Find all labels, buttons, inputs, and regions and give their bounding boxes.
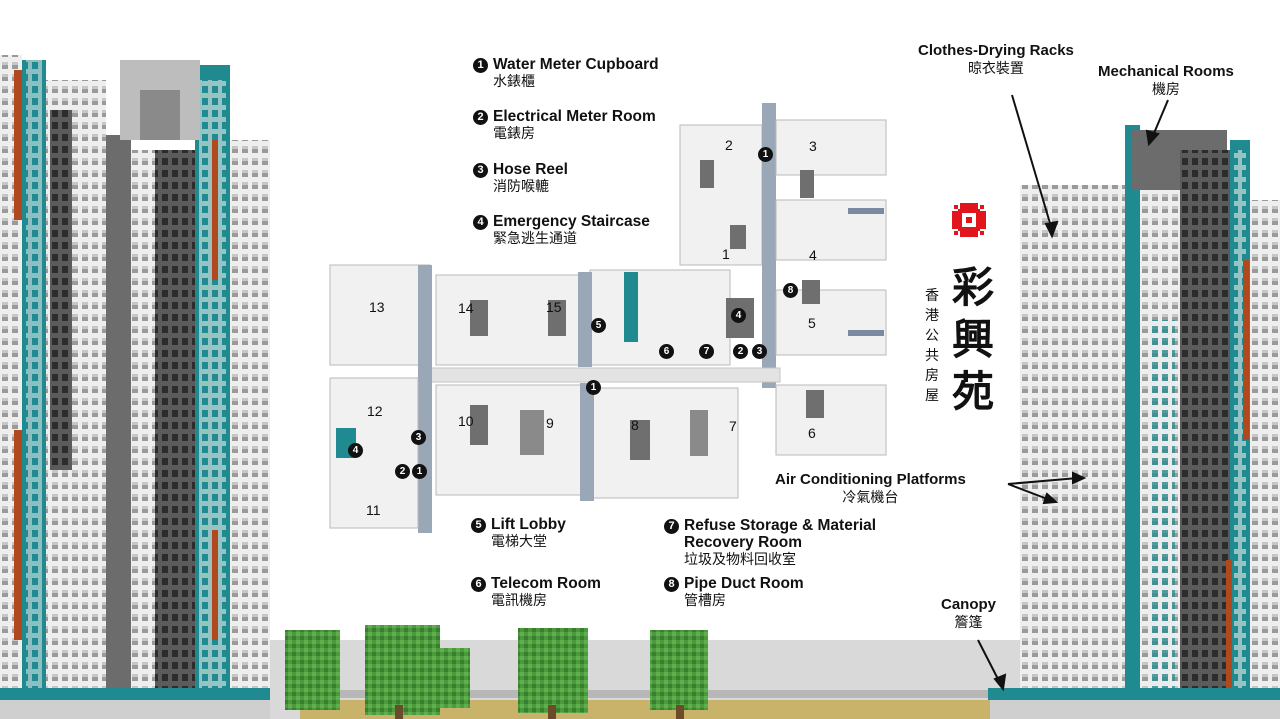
callout-clothes-en: Clothes-Drying Racks — [918, 42, 1074, 59]
unit-label-4: 4 — [809, 247, 817, 263]
callout-mechanical: Mechanical Rooms 機房 — [1098, 63, 1234, 99]
legend-telecom-en: Telecom Room — [491, 575, 601, 592]
left-tower — [0, 55, 305, 719]
estate-name-char-1: 彩 — [951, 263, 994, 312]
legend-telecom: 6 Telecom Room 電訊機房 — [471, 575, 601, 610]
estate-name-char-3: 苑 — [951, 367, 994, 416]
badge-5: 5 — [471, 518, 486, 533]
estate-logo — [952, 203, 986, 237]
callout-mechanical-en: Mechanical Rooms — [1098, 63, 1234, 80]
marker-1-west: 1 — [412, 464, 427, 479]
legend-hose-reel: 3 Hose Reel 消防喉轆 — [473, 161, 568, 196]
badge-7: 7 — [664, 519, 679, 534]
callout-aircon-zh: 冷氣機台 — [842, 490, 899, 506]
callout-canopy-en: Canopy — [941, 596, 997, 613]
callout-clothes-drying: Clothes-Drying Racks 晾衣裝置 — [918, 42, 1074, 78]
unit-label-13: 13 — [369, 299, 385, 315]
estate-name-char-2: 興 — [951, 315, 994, 364]
unit-label-8: 8 — [631, 417, 639, 433]
legend-pipe-duct-zh: 管槽房 — [684, 593, 726, 609]
marker-4-west: 4 — [348, 443, 363, 458]
marker-3-west: 3 — [411, 430, 426, 445]
callout-mechanical-zh: 機房 — [1151, 82, 1180, 98]
unit-label-7: 7 — [729, 418, 737, 434]
marker-3-core: 3 — [752, 344, 767, 359]
right-tower — [988, 125, 1280, 719]
badge-4: 4 — [473, 215, 488, 230]
legend-refuse-zh: 垃圾及物料回收室 — [684, 552, 796, 568]
legend-staircase: 4 Emergency Staircase 緊急逃生通道 — [473, 213, 650, 248]
marker-7: 7 — [699, 344, 714, 359]
legend-lift-lobby-en: Lift Lobby — [491, 516, 566, 533]
floor-plan — [329, 103, 887, 533]
callout-arrows — [977, 94, 1169, 692]
marker-4-core: 4 — [731, 308, 746, 323]
unit-label-9: 9 — [546, 415, 554, 431]
unit-label-3: 3 — [809, 138, 817, 154]
ground — [270, 625, 1030, 719]
unit-label-2: 2 — [725, 137, 733, 153]
legend-hose-reel-zh: 消防喉轆 — [493, 179, 549, 195]
legend-water-meter: 1 Water Meter Cupboard 水錶櫃 — [473, 56, 659, 91]
unit-label-1: 1 — [722, 246, 730, 262]
legend-staircase-en: Emergency Staircase — [493, 213, 650, 230]
legend-electrical-meter-en: Electrical Meter Room — [493, 108, 656, 125]
legend-water-meter-zh: 水錶櫃 — [493, 74, 535, 90]
legend-staircase-zh: 緊急逃生通道 — [493, 231, 577, 247]
legend-refuse-en-1: Refuse Storage & Material — [684, 517, 877, 534]
unit-label-5: 5 — [808, 315, 816, 331]
badge-6: 6 — [471, 577, 486, 592]
estate-subtitle: 香港公共房屋 — [925, 288, 939, 404]
legend-refuse: 7 Refuse Storage & Material Recovery Room… — [664, 517, 876, 569]
marker-2-west: 2 — [395, 464, 410, 479]
legend-hose-reel-en: Hose Reel — [493, 161, 568, 178]
legend-electrical-meter: 2 Electrical Meter Room 電錶房 — [473, 108, 656, 143]
unit-label-14: 14 — [458, 300, 474, 316]
legend-electrical-meter-zh: 電錶房 — [493, 126, 535, 142]
badge-2: 2 — [473, 110, 488, 125]
marker-2-core: 2 — [733, 344, 748, 359]
legend-lift-lobby-zh: 電梯大堂 — [491, 534, 547, 550]
callout-canopy: Canopy 簷篷 — [941, 596, 996, 632]
unit-label-6: 6 — [808, 425, 816, 441]
legend-pipe-duct: 8 Pipe Duct Room 管槽房 — [664, 575, 804, 610]
unit-label-11: 11 — [366, 502, 381, 518]
badge-8: 8 — [664, 577, 679, 592]
legend-lift-lobby: 5 Lift Lobby 電梯大堂 — [471, 516, 566, 551]
callout-aircon-en: Air Conditioning Platforms — [775, 471, 966, 488]
unit-label-15: 15 — [546, 299, 562, 315]
marker-5: 5 — [591, 318, 606, 333]
callout-canopy-zh: 簷篷 — [954, 615, 983, 631]
legend-telecom-zh: 電訊機房 — [491, 593, 547, 609]
unit-label-10: 10 — [458, 413, 474, 429]
legend-refuse-en-2: Recovery Room — [684, 534, 803, 551]
unit-label-12: 12 — [367, 403, 383, 419]
marker-6: 6 — [659, 344, 674, 359]
marker-1-corridor: 1 — [586, 380, 601, 395]
badge-1: 1 — [473, 58, 488, 73]
legend-water-meter-en: Water Meter Cupboard — [493, 56, 659, 73]
callout-clothes-zh: 晾衣裝置 — [967, 61, 1024, 77]
legend-pipe-duct-en: Pipe Duct Room — [684, 575, 804, 592]
badge-3: 3 — [473, 163, 488, 178]
callout-aircon: Air Conditioning Platforms 冷氣機台 — [775, 471, 966, 507]
marker-1-top: 1 — [758, 147, 773, 162]
marker-8: 8 — [783, 283, 798, 298]
estate-name: 彩 興 苑 — [948, 262, 998, 418]
